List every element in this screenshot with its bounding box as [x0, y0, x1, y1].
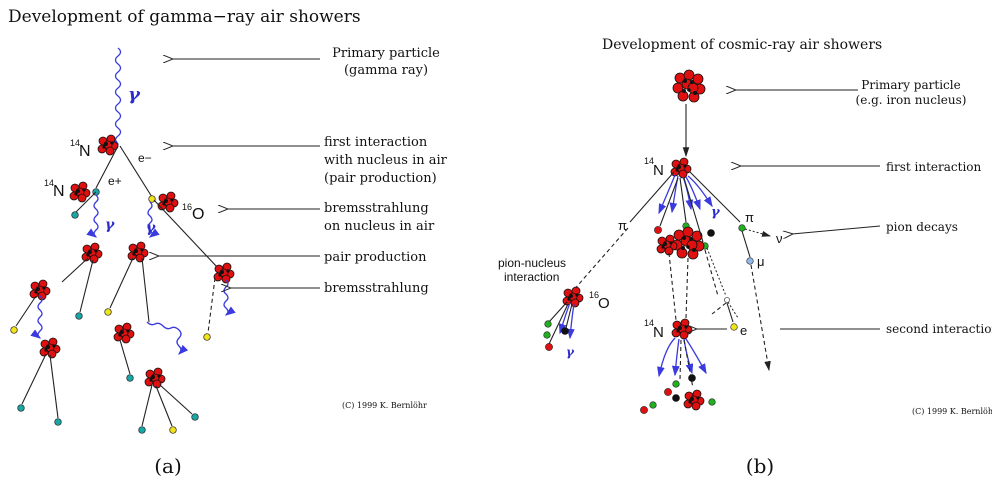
o16-label-sup: 16 [182, 202, 192, 212]
primary-gamma-wave [108, 47, 122, 145]
b-gamma-1: γ [711, 205, 721, 220]
nucleus-b-first [670, 157, 692, 179]
panel-b: Development of cosmic-ray air showers 14… [498, 37, 992, 478]
ann-a-first-2: with nucleus in air [324, 153, 448, 168]
b-pion-nucleus-2: interaction [504, 270, 559, 284]
nucleus-b-fragment [671, 226, 705, 260]
n14-label-2-sup: 14 [44, 178, 54, 188]
ann-a-brems-1: bremsstrahlung [324, 201, 429, 216]
n14-label-1: N [79, 143, 91, 160]
b-pi-left: π [618, 218, 627, 233]
gamma-label-a3: γ [146, 220, 156, 236]
ann-a-first-1: first interaction [324, 135, 428, 150]
b-mu: μ [757, 254, 765, 269]
ann-b-first: first interaction [886, 160, 982, 174]
nucleus-b-second [671, 318, 693, 340]
nucleus-o16 [157, 191, 179, 213]
n14-label-1-sup: 14 [70, 138, 80, 148]
nucleus-right-pair [127, 241, 149, 263]
b-n14-sup-2: 14 [644, 318, 654, 328]
nucleus-iron-primary [672, 69, 706, 103]
nucleus-b-bottom [683, 389, 705, 411]
nucleus-n14-left [69, 181, 91, 203]
panel-b-caption: (b) [746, 454, 774, 478]
b-o16-sup: 16 [589, 290, 599, 300]
ann-a-brems-2: on nucleus in air [324, 219, 435, 234]
b-pion-nucleus-1: pion-nucleus [498, 256, 566, 270]
b-n14-sup-1: 14 [644, 156, 654, 166]
e-minus-label: e− [138, 151, 152, 165]
nucleus-b-o16 [562, 286, 584, 308]
nucleus-right-bottom [144, 367, 166, 389]
nucleus-left-lower [29, 279, 51, 301]
panel-a-title: Development of gamma−ray air showers [8, 7, 361, 27]
gamma-label-a2: γ [105, 217, 115, 233]
b-n14-1: N [653, 162, 664, 179]
b-o16: O [598, 295, 610, 312]
o16-label: O [192, 206, 204, 223]
ann-a-first-3: (pair production) [324, 171, 437, 186]
gamma-label-primary: γ [128, 84, 141, 105]
ann-b-pion: pion decays [886, 220, 958, 234]
nucleus-bremsstrahlung [213, 262, 235, 284]
b-gamma-2: γ [566, 345, 575, 359]
panel-a: Development of gamma−ray air showers γ 1… [8, 7, 448, 478]
ann-a-primary-1: Primary particle [332, 46, 440, 61]
nucleus-right-lower [113, 322, 135, 344]
electron-dot [148, 195, 156, 203]
e-plus-label: e+ [108, 174, 122, 188]
n14-label-2: N [53, 183, 65, 200]
panel-a-credit: (C) 1999 K. Bernlöhr [342, 401, 427, 410]
nucleus-b-small [656, 234, 678, 256]
ann-a-primary-2: (gamma ray) [344, 63, 428, 78]
b-nu: ν [776, 231, 783, 246]
ann-a-brems-3: bremsstrahlung [324, 281, 429, 296]
panel-b-title: Development of cosmic-ray air showers [602, 37, 882, 53]
b-n14-2: N [653, 324, 664, 341]
panel-b-credit: (C) 1999 K. Bernlöhr [912, 407, 992, 416]
ann-b-primary-2: (e.g. iron nucleus) [856, 93, 967, 107]
b-pi-right: π [745, 210, 754, 225]
panel-a-caption: (a) [154, 454, 182, 478]
nucleus-pair-production [81, 242, 103, 264]
b-e: e [740, 323, 747, 338]
ann-a-pair: pair production [324, 250, 427, 265]
ann-b-primary-1: Primary particle [861, 78, 960, 92]
ann-b-second: second interaction [886, 322, 992, 336]
